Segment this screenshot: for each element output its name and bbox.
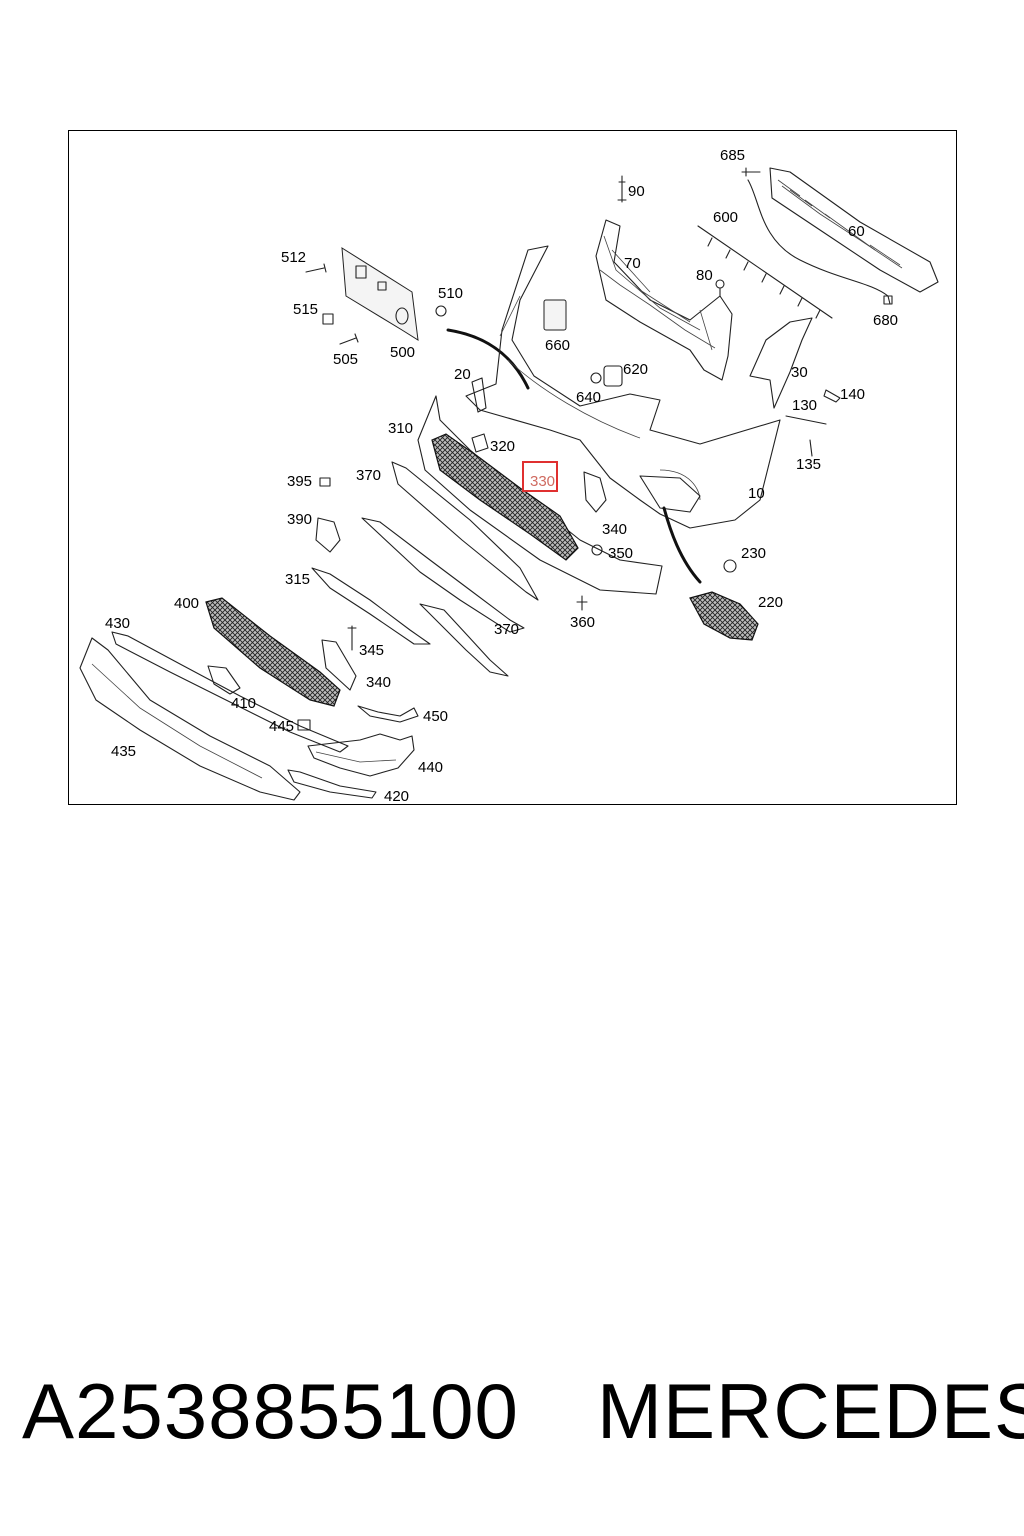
callout-140: 140 [840,386,865,403]
callout-420: 420 [384,788,409,805]
callout-220: 220 [758,594,783,611]
part-450-strip [357,705,419,723]
callout-310: 310 [388,420,413,437]
callout-400: 400 [174,595,199,612]
part-660-sensor [543,299,567,331]
part-620-sensor [590,365,623,387]
callout-410: 410 [231,695,256,712]
callout-60: 60 [848,223,865,240]
callout-70: 70 [624,255,641,272]
part-70-carrier [595,219,733,381]
callout-440: 440 [418,759,443,776]
part-370-trim-corner [419,603,509,677]
brand-name: MERCEDES [597,1367,1024,1455]
part-20-bracket [471,377,487,413]
callout-515: 515 [293,301,318,318]
part-30-bracket [749,317,813,409]
part-370-trim-lower [361,517,525,633]
callout-320: 320 [490,438,515,455]
part-390-side-trim [315,517,341,553]
callout-370-upper: 370 [356,467,381,484]
callout-685: 685 [720,147,745,164]
part-680-harness [747,179,893,305]
callout-350: 350 [608,545,633,562]
part-420-trim [287,769,377,799]
callout-680: 680 [873,312,898,329]
callout-600: 600 [713,209,738,226]
callout-labels: 685 90 600 60 70 80 512 510 515 500 505 … [105,147,898,805]
part-500-plate-bracket [341,247,419,341]
callout-505: 505 [333,351,358,368]
callout-390: 390 [287,511,312,528]
part-10-bumper-cover [465,245,781,529]
callout-430: 430 [105,615,130,632]
part-310-lower-grille-frame [417,395,663,595]
callout-640: 640 [576,389,601,406]
callout-340-upper: 340 [602,521,627,538]
part-360-pin [576,595,588,611]
part-395-clip [319,477,331,487]
part-135-pin [809,439,813,457]
callout-345: 345 [359,642,384,659]
part-510-nut [435,305,447,317]
part-130-strip [785,415,827,425]
part-445-clip [297,719,311,731]
callout-30: 30 [791,364,808,381]
callout-20: 20 [454,366,471,383]
part-430-strip [111,631,349,753]
part-315-strip [311,567,431,645]
callout-330: 330 [530,473,555,490]
callout-80: 80 [696,267,713,284]
leader-line-500 [446,328,530,390]
leader-line-220 [662,506,702,584]
highlight-box [522,461,558,492]
part-505-screw [339,333,359,345]
part-140-trim [823,389,841,403]
callout-500: 500 [390,344,415,361]
callout-360: 360 [570,614,595,631]
part-400-lower-mesh [205,597,341,707]
callout-340-lower: 340 [366,674,391,691]
part-410-bracket [207,665,241,695]
part-440-corner-trim [307,733,415,777]
part-80-clip [715,279,725,297]
part-515-clip [322,313,334,325]
part-330-mesh-grille [431,433,579,561]
part-370-trim-upper [391,461,539,601]
part-340-bracket-lower [321,639,357,691]
part-90-pin [617,175,627,203]
part-320-clip [471,433,489,453]
callout-135: 135 [796,456,821,473]
callout-395: 395 [287,473,312,490]
callout-130: 130 [792,397,817,414]
callout-230: 230 [741,545,766,562]
part-345-pin [347,625,357,651]
part-435-spoiler [79,637,301,801]
highlighted-callout-330: 330 [522,461,558,492]
callout-445: 445 [269,718,294,735]
diagram-frame [68,130,957,805]
callout-620: 620 [623,361,648,378]
part-60-absorber [769,167,939,293]
callout-315: 315 [285,571,310,588]
part-230-clip [723,559,737,573]
part-685-bolt [741,167,761,177]
part-220-side-grille [689,591,759,641]
callout-370-lower: 370 [494,621,519,638]
part-512-screw [305,263,327,273]
callout-435: 435 [111,743,136,760]
callout-90: 90 [628,183,645,200]
callout-512: 512 [281,249,306,266]
part-600-strip [697,225,833,319]
callout-660: 660 [545,337,570,354]
part-340-bracket [583,471,607,513]
part-350-clip [591,544,603,556]
callout-510: 510 [438,285,463,302]
callout-450: 450 [423,708,448,725]
part-number: A2538855100 [22,1367,519,1455]
callout-10: 10 [748,485,765,502]
